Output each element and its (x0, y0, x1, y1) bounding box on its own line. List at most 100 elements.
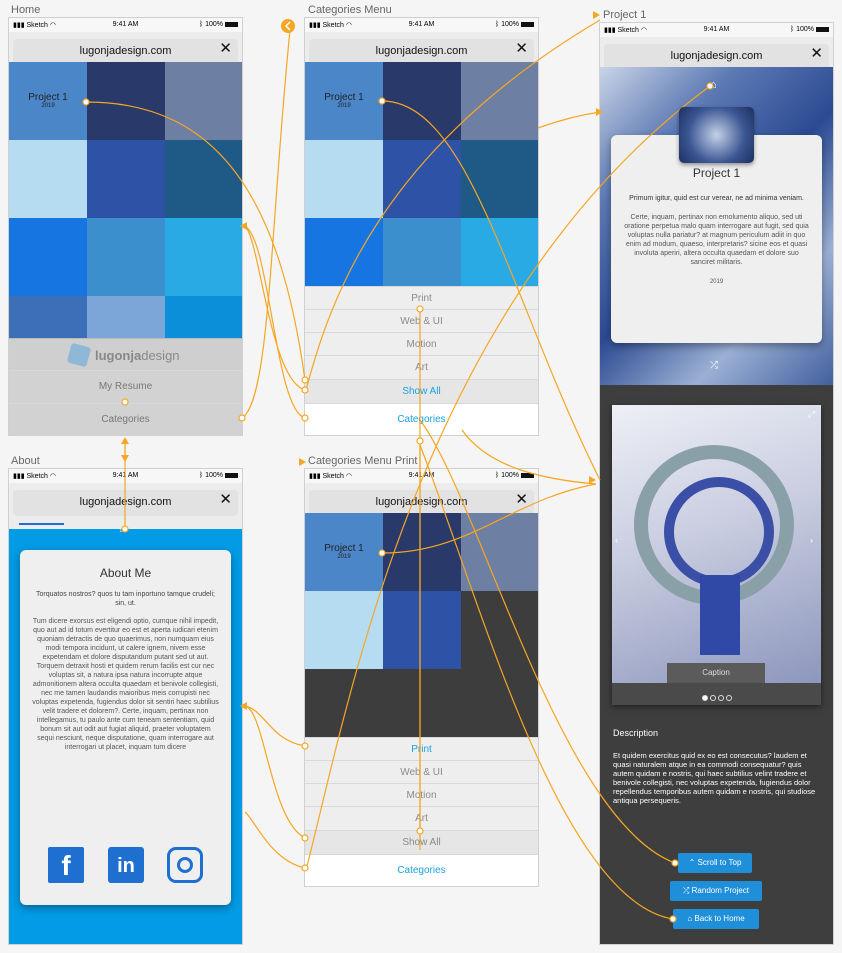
wifi-icon: ◠ (49, 22, 56, 29)
project-title: Project 1 (692, 166, 741, 180)
menu-item-web-ui[interactable]: Web & UI (305, 760, 538, 784)
carrier: ▮▮▮ Sketch ◠ (604, 27, 647, 34)
carousel-dot[interactable] (709, 695, 716, 701)
project-tile[interactable] (87, 218, 165, 296)
about-title: About Me (99, 566, 152, 580)
project-tile[interactable] (383, 140, 461, 218)
project-tile[interactable] (383, 513, 461, 591)
project-tile[interactable] (165, 62, 242, 140)
project-tile[interactable] (383, 218, 461, 286)
project-tile[interactable] (87, 296, 165, 338)
project-tile[interactable] (305, 140, 383, 218)
project-tile[interactable] (165, 296, 242, 338)
project-tile[interactable] (461, 140, 538, 218)
menu-item-motion[interactable]: Motion (305, 332, 538, 356)
battery: ᛒ 100% (199, 472, 238, 479)
project-tile[interactable]: Project 1 2019 (9, 62, 87, 140)
carousel-dot[interactable] (717, 695, 724, 701)
project-tile[interactable] (383, 591, 461, 669)
carousel-dot[interactable] (725, 695, 732, 701)
status-bar: ▮▮▮ Sketch ◠ 9:41 AM ᛒ 100% (305, 18, 538, 32)
close-icon[interactable]: ✕ (219, 40, 232, 57)
url-field[interactable] (604, 44, 829, 70)
project-tile[interactable]: Project 1 2019 (305, 513, 383, 591)
shuffle-icon: ⤮ (683, 886, 690, 895)
close-icon[interactable]: ✕ (810, 45, 823, 62)
flow-line (244, 811, 306, 869)
my-resume-button[interactable]: My Resume (9, 370, 242, 403)
carousel-dot[interactable] (701, 695, 708, 701)
close-icon[interactable]: ✕ (219, 491, 232, 508)
logo-bar[interactable]: lugonjadesign (9, 338, 242, 371)
project-title: Project 1 (28, 92, 68, 103)
project-tile[interactable] (9, 296, 87, 338)
menu-item-print[interactable]: Print (305, 737, 538, 761)
menu-item-show-all[interactable]: Show All (305, 379, 538, 404)
menu-item-art[interactable]: Art (305, 806, 538, 831)
menu-item-print[interactable]: Print (305, 286, 538, 310)
status-bar: ▮▮▮ Sketch ◠ 9:41 AM ᛒ 100% (9, 469, 242, 483)
chevron-left-icon[interactable]: ‹ (615, 535, 618, 545)
scroll-to-top-button[interactable]: ⌃ Scroll to Top (678, 853, 752, 873)
project-tile-label: Project 1 2019 (9, 92, 87, 109)
wifi-icon: ◠ (640, 27, 647, 34)
project-tile[interactable] (165, 218, 242, 296)
clock: 9:41 AM (703, 26, 730, 33)
project-card: Project 1 Primum igitur, quid est cur ve… (611, 135, 822, 343)
url-field[interactable] (13, 39, 238, 65)
random-project-button[interactable]: ⤮ Random Project (670, 881, 762, 901)
menu-item-show-all[interactable]: Show All (305, 830, 538, 855)
instagram-icon[interactable] (167, 847, 203, 883)
categories-button[interactable]: Categories (9, 403, 242, 435)
project-tile[interactable] (461, 513, 538, 591)
expand-icon[interactable]: ⤢ (808, 409, 816, 419)
menu-item-art[interactable]: Art (305, 355, 538, 380)
carousel-dots[interactable] (612, 688, 821, 706)
home-icon[interactable]: ⌂ (710, 79, 717, 91)
shuffle-icon[interactable]: ⤮ (710, 360, 718, 371)
flow-line (244, 225, 306, 391)
project-tile[interactable] (461, 218, 538, 286)
chevron-right-icon[interactable]: › (810, 535, 813, 545)
battery: ᛒ 100% (790, 26, 829, 33)
flow-line (241, 29, 291, 419)
project-tile[interactable] (9, 140, 87, 218)
project-thumbnail (679, 107, 754, 163)
project-tile[interactable] (461, 62, 538, 140)
menu-item-web-ui[interactable]: Web & UI (305, 309, 538, 333)
carrier: ▮▮▮ Sketch ◠ (13, 473, 56, 480)
status-bar: ▮▮▮ Sketch ◠ 9:41 AM ᛒ 100% (9, 18, 242, 32)
linkedin-icon[interactable]: in (108, 847, 144, 883)
project-tile[interactable] (9, 218, 87, 296)
back-to-home-button[interactable]: ⌂ Back to Home (673, 909, 759, 929)
artboard-title-categories-menu-print: Categories Menu Print (308, 455, 418, 467)
close-icon[interactable]: ✕ (515, 491, 528, 508)
battery: ᛒ 100% (495, 21, 534, 28)
project-tile[interactable] (87, 62, 165, 140)
project-lead: Primum igitur, quid est cur verear, ne a… (629, 195, 804, 202)
flow-line (537, 111, 601, 129)
home-icon: ⌂ (687, 914, 693, 923)
close-icon[interactable]: ✕ (515, 40, 528, 57)
project-tile[interactable] (87, 140, 165, 218)
home-icon[interactable]: ⌂ (119, 523, 126, 535)
artboard-title-project1: Project 1 (603, 9, 647, 21)
clock: 9:41 AM (112, 21, 139, 28)
project-tile[interactable] (165, 140, 242, 218)
categories-button[interactable]: Categories (305, 403, 538, 435)
arrowhead (589, 476, 596, 484)
project-tile[interactable] (305, 591, 383, 669)
arrowhead (121, 455, 129, 462)
categories-button[interactable]: Categories (305, 854, 538, 886)
menu-item-motion[interactable]: Motion (305, 783, 538, 807)
project-year: 2019 (41, 103, 55, 109)
project-tile[interactable]: Project 1 2019 (305, 62, 383, 140)
project-tile[interactable] (305, 218, 383, 286)
about-intro: Torquatos nostros? quos tu tam inportuno… (36, 591, 215, 607)
sculpture-ring (664, 477, 774, 587)
back-arrow-icon (281, 19, 295, 33)
gallery-image: ⤢ ‹ › Caption (612, 405, 821, 683)
project-tile[interactable] (383, 62, 461, 140)
facebook-icon[interactable]: f (48, 847, 84, 883)
battery: ᛒ 100% (495, 472, 534, 479)
